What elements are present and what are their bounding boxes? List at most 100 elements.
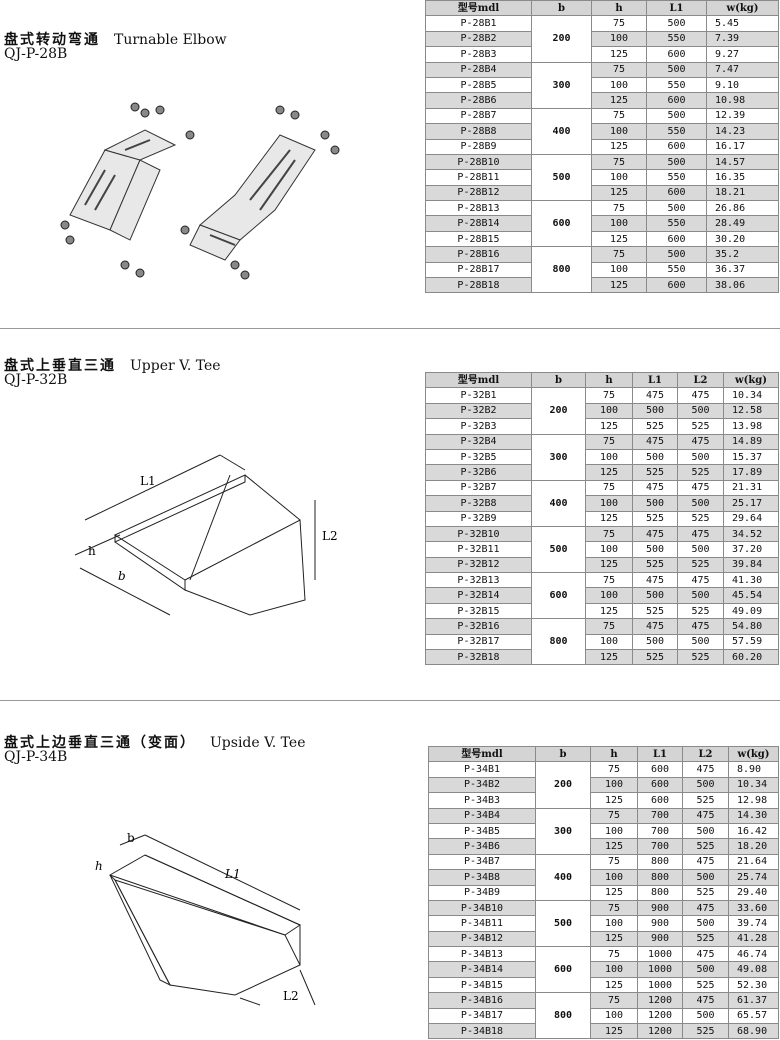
dimension-cell: 500 [632,587,678,604]
dimension-cell: 600 [637,792,683,809]
weight-cell: 65.57 [728,1007,779,1025]
weight-cell: 18.20 [728,838,779,855]
weight-cell: 7.39 [706,30,779,48]
dimension-cell: 1200 [637,1007,683,1025]
dimension-cell: 75 [585,525,633,543]
width-b-cell: 800 [531,246,592,294]
dimension-cell: 800 [637,884,683,901]
weight-cell: 7.47 [706,61,779,78]
model-cell: P-34B3 [428,792,536,809]
model-cell: P-28B15 [425,230,532,248]
model-cell: P-32B2 [425,402,532,420]
label-l1: L1 [224,867,241,881]
dimension-cell: 500 [646,153,707,171]
dimension-cell: 500 [677,587,724,604]
weight-cell: 39.74 [728,915,779,932]
dimension-cell: 600 [646,46,707,63]
weight-cell: 9.27 [706,46,779,63]
dimension-cell: 700 [637,838,683,855]
model-cell: P-32B12 [425,556,532,574]
column-header: L2 [677,371,724,389]
section-divider [0,700,780,701]
weight-cell: 5.45 [706,15,779,32]
dimension-cell: 525 [677,510,724,527]
dimension-cell: 125 [585,602,633,620]
dimension-cell: 500 [632,541,678,558]
dimension-cell: 125 [590,976,638,994]
width-b-cell: 400 [535,853,591,901]
dimension-cell: 600 [637,761,683,778]
width-b-cell: 300 [531,433,586,481]
label-l2: L2 [322,529,338,543]
dimension-cell: 75 [590,853,638,871]
model-cell: P-28B5 [425,76,532,94]
weight-cell: 10.34 [723,387,779,404]
column-header: h [590,745,638,763]
dimension-cell: 475 [682,853,729,871]
dimension-cell: 125 [590,930,638,948]
dimension-cell: 75 [591,153,647,171]
dimension-cell: 100 [585,633,633,651]
weight-cell: 10.34 [728,776,779,794]
section-title-upside-v-tee: 盘式上边垂直三通（变面）Upside V. Tee [4,732,306,752]
dimension-cell: 525 [677,556,724,574]
weight-cell: 21.31 [723,479,779,497]
dimension-cell: 75 [585,572,633,589]
weight-cell: 61.37 [728,992,779,1009]
model-cell: P-28B17 [425,261,532,279]
dimension-cell: 1200 [637,992,683,1009]
dimension-cell: 125 [590,1023,638,1040]
width-b-cell: 400 [531,107,592,155]
model-cell: P-34B13 [428,946,536,963]
width-b-cell: 600 [535,946,591,994]
dimension-cell: 125 [585,556,633,574]
model-cell: P-28B8 [425,123,532,140]
model-cell: P-28B3 [425,46,532,63]
width-b-cell: 200 [531,387,586,435]
model-cell: P-34B16 [428,992,536,1009]
weight-cell: 25.74 [728,869,779,886]
model-cell: P-34B6 [428,838,536,855]
weight-cell: 29.40 [728,884,779,901]
width-b-cell: 800 [531,618,586,666]
weight-cell: 37.20 [723,541,779,558]
model-cell: P-34B10 [428,899,536,917]
dimension-cell: 900 [637,930,683,948]
weight-cell: 18.21 [706,184,779,202]
dimension-cell: 100 [591,169,647,186]
dimension-cell: 525 [677,418,724,435]
weight-cell: 14.30 [728,807,779,824]
dimension-cell: 550 [646,169,707,186]
dimension-cell: 125 [591,230,647,248]
model-cell: P-34B2 [428,776,536,794]
model-cell: P-32B1 [425,387,532,404]
model-cell: P-28B11 [425,169,532,186]
dimension-cell: 125 [590,792,638,809]
weight-cell: 12.58 [723,402,779,420]
dimension-cell: 75 [590,992,638,1009]
dimension-cell: 525 [682,884,729,901]
weight-cell: 57.59 [723,633,779,651]
width-b-cell: 300 [535,807,591,855]
model-cell: P-34B1 [428,761,536,778]
dimension-cell: 525 [682,838,729,855]
product-code: QJ-P-34B [4,749,68,765]
dimension-cell: 600 [646,230,707,248]
weight-cell: 41.30 [723,572,779,589]
width-b-cell: 800 [535,992,591,1040]
